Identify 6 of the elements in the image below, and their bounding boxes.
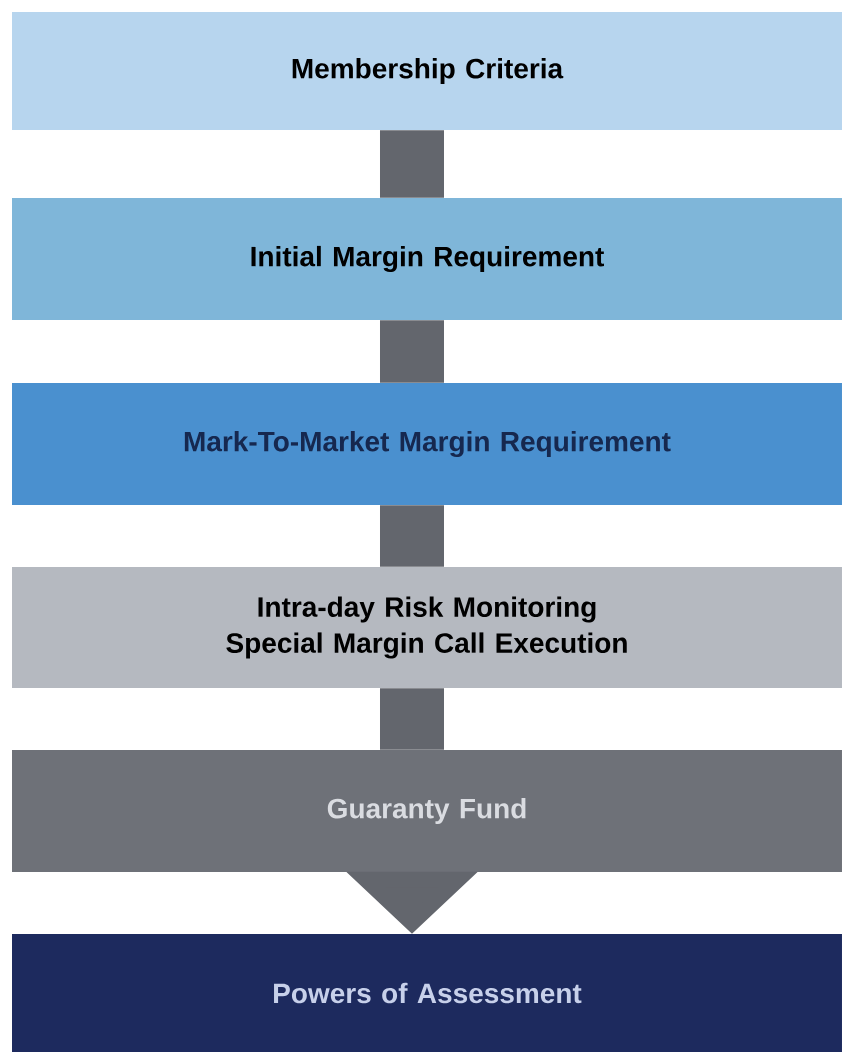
band-box: Mark-To-Market Margin Requirement [12, 383, 842, 505]
band-box: Intra-day Risk Monitoring Special Margin Call Execution [12, 567, 842, 688]
band-box: Powers of Assessment [12, 934, 842, 1052]
band-box: Guaranty Fund [12, 750, 842, 872]
band-box: Membership Criteria [12, 12, 842, 130]
band-box: Initial Margin Requirement [12, 198, 842, 320]
